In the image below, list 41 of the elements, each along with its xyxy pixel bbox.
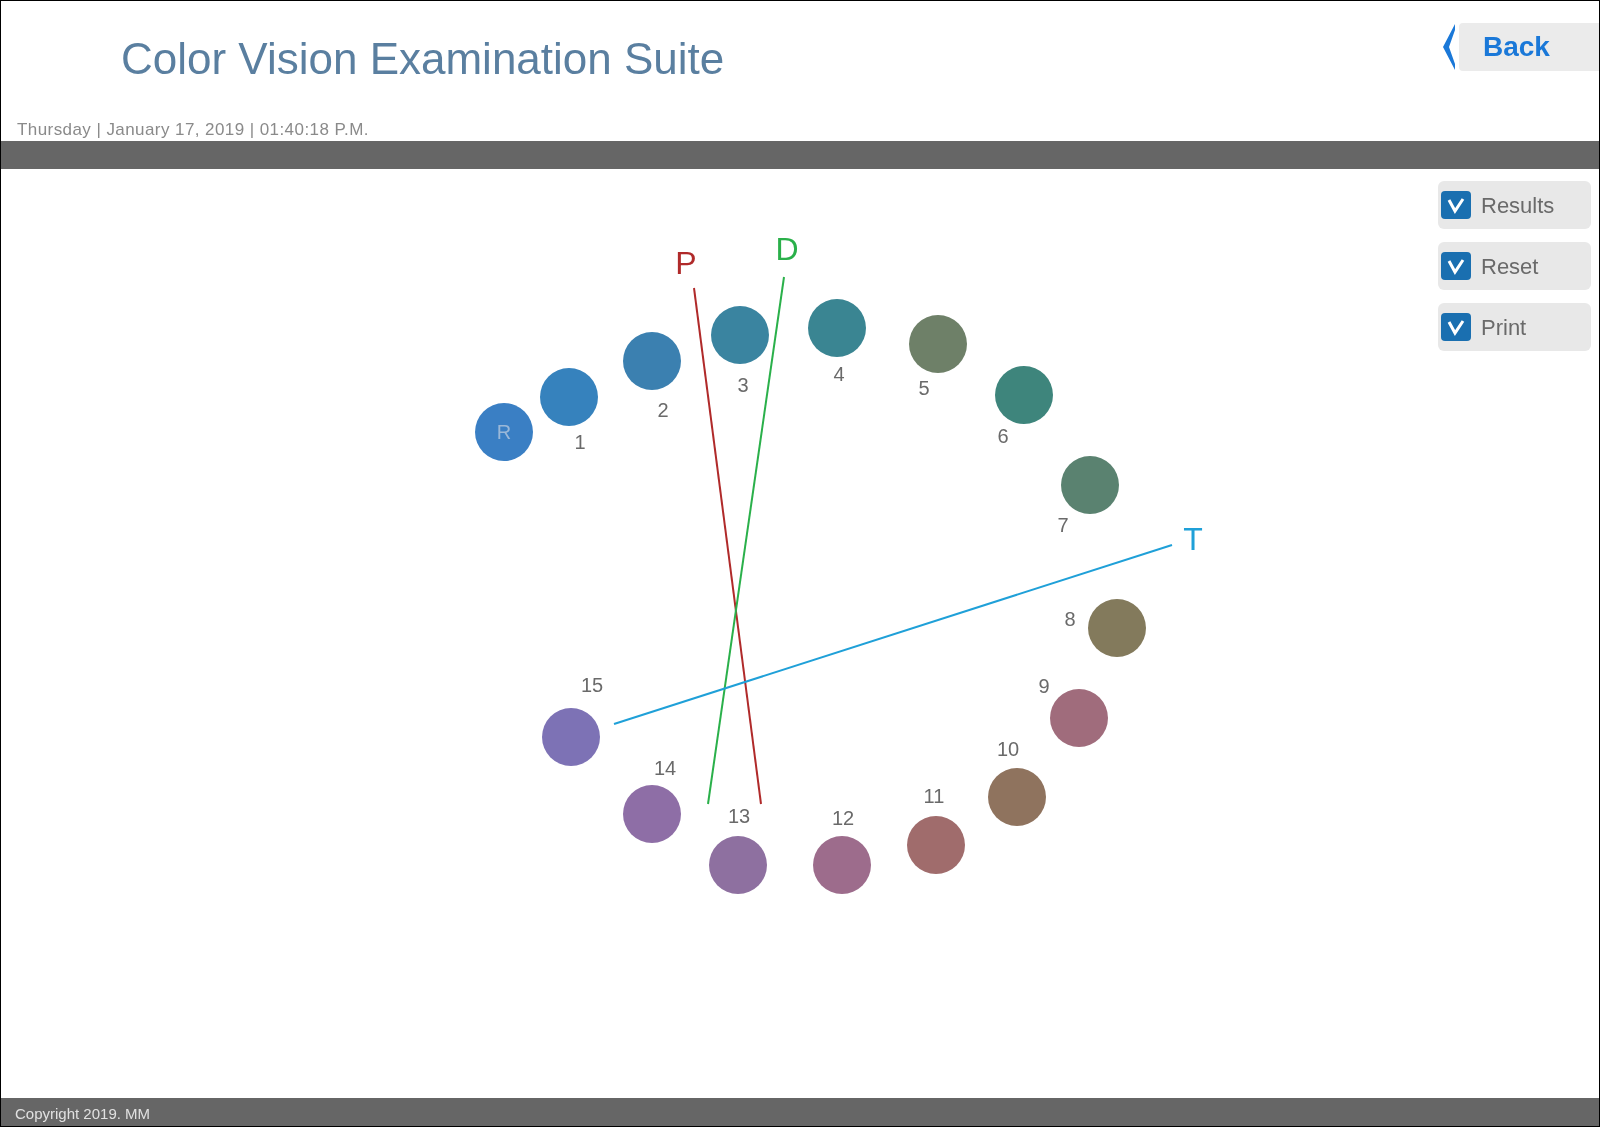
color-cap bbox=[1050, 689, 1108, 747]
color-cap bbox=[540, 368, 598, 426]
cap-number: 14 bbox=[652, 756, 678, 780]
cap-number: 12 bbox=[830, 806, 856, 830]
cap-number: 13 bbox=[726, 804, 752, 828]
cap-number: 1 bbox=[573, 430, 587, 454]
color-cap bbox=[623, 785, 681, 843]
side-button: Results bbox=[1438, 181, 1591, 229]
cap-number: 4 bbox=[832, 362, 846, 386]
color-cap bbox=[709, 836, 767, 894]
cap-number: 11 bbox=[922, 784, 946, 808]
color-cap bbox=[623, 332, 681, 390]
cap-number: 8 bbox=[1063, 607, 1077, 631]
cap-number: 2 bbox=[656, 398, 670, 422]
title: Color Vision Examination Suite bbox=[121, 33, 725, 85]
cap-number: 15 bbox=[579, 673, 605, 697]
color-cap bbox=[711, 306, 769, 364]
cap-number: 10 bbox=[995, 737, 1021, 761]
color-cap bbox=[813, 836, 871, 894]
color-cap bbox=[995, 366, 1053, 424]
copyright-text: Copyright 2019. MM bbox=[15, 1104, 151, 1124]
color-cap bbox=[909, 315, 967, 373]
side-button: Print bbox=[1438, 303, 1591, 351]
cap-number: 3 bbox=[736, 373, 750, 397]
color-cap bbox=[808, 299, 866, 357]
color-cap bbox=[988, 768, 1046, 826]
axis-letter: T bbox=[1182, 521, 1204, 557]
color-cap: R bbox=[475, 403, 533, 461]
color-cap bbox=[1088, 599, 1146, 657]
side-button: Reset bbox=[1438, 242, 1591, 290]
cap-number: 5 bbox=[917, 376, 931, 400]
axis-letter: D bbox=[775, 231, 799, 267]
cap-number: 9 bbox=[1037, 674, 1051, 698]
date-time-text: Thursday | January 17, 2019 | 01:40:18 P.M. bbox=[17, 119, 369, 141]
color-cap bbox=[907, 816, 965, 874]
axis-letter: P bbox=[674, 245, 698, 281]
cap-number: 6 bbox=[996, 424, 1010, 448]
color-cap bbox=[542, 708, 600, 766]
back-button: Back bbox=[1459, 23, 1599, 71]
color-cap bbox=[1061, 456, 1119, 514]
cap-number: 7 bbox=[1056, 513, 1070, 537]
